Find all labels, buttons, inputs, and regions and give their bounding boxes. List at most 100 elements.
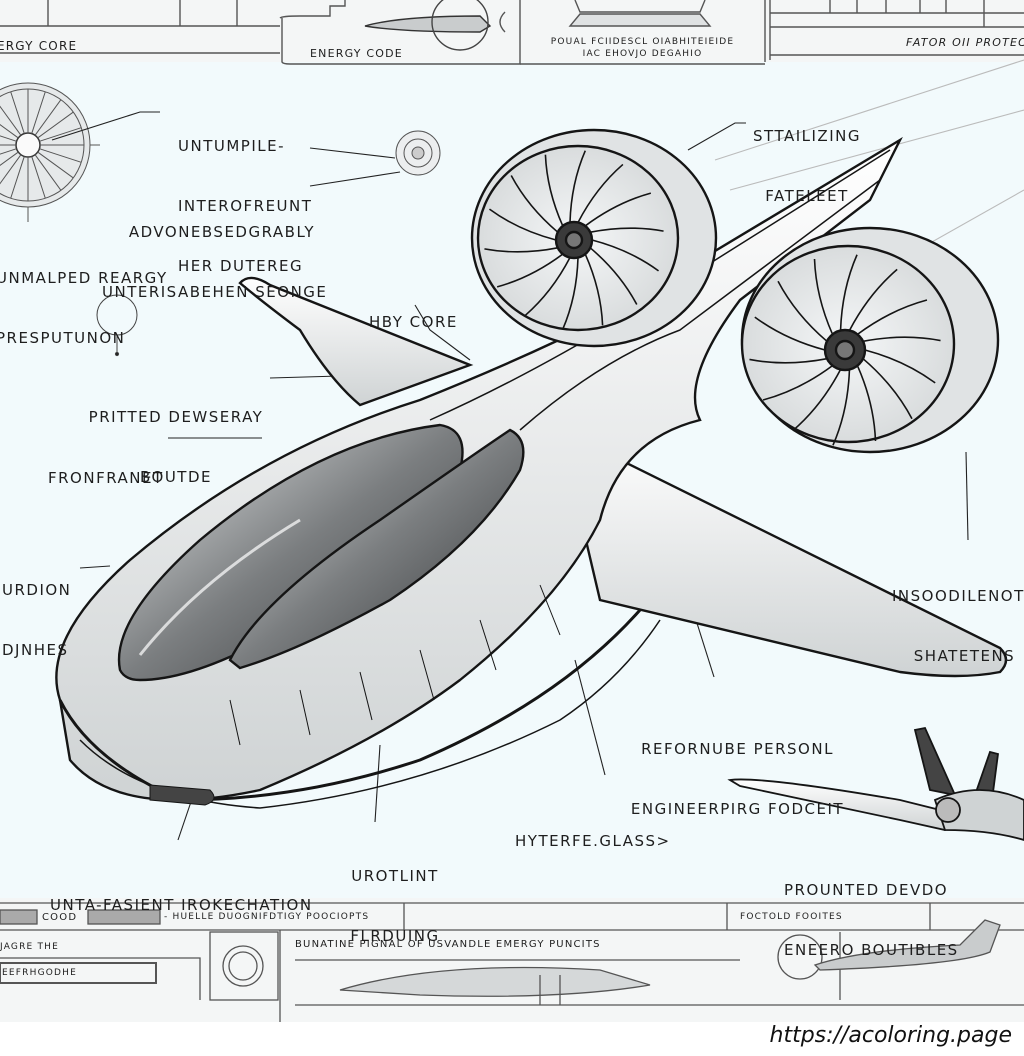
fan-blade: [524, 257, 571, 317]
fan-blade: [856, 365, 877, 442]
callout-line: HYTERFE.GLASS>: [515, 832, 671, 850]
small-drone-drawing: [727, 726, 1024, 841]
dial-spoke: [0, 151, 19, 166]
dial-spoke: [37, 111, 74, 139]
callout-line: HBY CORE: [369, 313, 458, 331]
top-panel-text-2: IAC EHOVJO DEGAHIO: [582, 49, 703, 59]
callout-line: FLRDUING: [350, 927, 440, 945]
callout-refornube: REFORNUBE PERSONL ENGINEERPIRG FODCEIT: [620, 699, 855, 859]
callout-line: UROTLINT: [351, 867, 439, 885]
fan-blade: [569, 150, 587, 223]
fan-blade: [864, 349, 936, 384]
dial-spoke: [31, 156, 46, 199]
dial-spoke: [0, 135, 17, 142]
callout-line: FATELEET: [765, 187, 849, 205]
callout-untumpile: UNTUMPILE- INTEROFREUNT HER DUTEREG: [178, 96, 312, 316]
callout-hby-core: HBY CORE: [369, 272, 458, 372]
blueprint-sheet: ENERGY CORE ENERGY CODE POUAL FCIIDESCL …: [0, 0, 1024, 1022]
fan-blade: [589, 247, 638, 305]
callout-line: UNTUMPILE-: [178, 137, 285, 155]
fan-blade: [754, 316, 826, 351]
small-component-detail: [395, 130, 441, 176]
dial-spoke: [37, 151, 74, 179]
legend-code-label: COOD: [42, 912, 78, 923]
watermark-link[interactable]: https://acoloring.page: [769, 1023, 1012, 1048]
fan-blade: [749, 357, 828, 364]
fan-blade: [862, 336, 941, 343]
fan-blade: [856, 299, 928, 336]
fan-blade: [777, 280, 828, 342]
dial-spoke: [31, 91, 46, 134]
top-left-label: ENERGY CORE: [0, 39, 78, 53]
fan-blade: [510, 175, 559, 233]
callout-stabilizing: STTAILIZING FATELEET: [742, 86, 872, 246]
bottom-center-title: BUNATINE PIGNAL OF USVANDLE EMERGY PUNCI…: [295, 939, 601, 950]
legend-text: - HUELLE DUOGNIFDTIGY POOCIOPTS: [164, 912, 370, 922]
top-title-strip: [0, 0, 1024, 65]
fan-blade: [762, 364, 834, 401]
left-box-label: JAGRE THE: [0, 942, 60, 952]
fan-blade: [591, 239, 660, 272]
callout-advonebsed: ADVONEBSEDGRABLY UNTERISABEHEN SEONGE: [102, 182, 328, 342]
callout-insoodile: INSOODILENOTO SHATETENS: [892, 546, 1024, 706]
callout-fronframe: FRONFRANET: [48, 428, 164, 528]
bottom-right-header: FOCTOLD FOOITES: [740, 912, 843, 922]
callout-line: SHATETENS: [913, 647, 1016, 665]
callout-line: DJNHES: [2, 641, 69, 659]
dial-spoke: [34, 154, 62, 191]
callout-line: PRITTED DEWSERAY: [88, 408, 264, 426]
dial-spoke: [0, 148, 17, 155]
radial-dial-detail: [0, 82, 100, 222]
callout-line: UNMALPED REARGY: [0, 269, 168, 287]
fan-blade: [577, 163, 624, 223]
dial-spoke: [10, 91, 25, 134]
dial-spoke: [10, 156, 25, 199]
callout-line: ENGINEERPIRG FODCEIT: [630, 800, 845, 818]
top-panel-text-1: POUAL FCIIDESCL OIABHITEIEIDE: [550, 37, 735, 47]
fan-blade: [832, 369, 851, 446]
callout-line: PROUNTED DEVDO: [784, 881, 949, 899]
callout-pritted: PRITTED DEWSERAY BOUTDE: [86, 367, 266, 527]
fan-blade: [590, 227, 664, 233]
callout-line: REFORNUBE PERSONL: [641, 740, 834, 758]
top-right-label: FATOR OII PROTECT: [906, 36, 1024, 49]
fan-blade: [488, 208, 557, 241]
fan-blade: [484, 247, 558, 253]
callout-line: URDION: [2, 581, 72, 599]
fan-blade: [561, 257, 579, 330]
callout-line: STTAILIZING: [753, 127, 861, 145]
dial-spoke: [0, 105, 22, 136]
callout-prounted: PROUNTED DEVDO ENEERO BOUTIBLES: [784, 840, 959, 1000]
fan-blade: [839, 254, 858, 331]
callout-line: FRONFRANET: [48, 469, 164, 487]
dial-spoke: [34, 99, 62, 136]
gauge-circle: [96, 294, 138, 357]
top-center-label: ENERGY CODE: [310, 47, 403, 60]
callout-line: UNTA-FASIENT IROKECHATION: [50, 896, 313, 914]
bottom-title-block: [0, 898, 1024, 1022]
dial-spoke: [0, 154, 22, 185]
callout-line: UNTERISABEHEN SEONGE: [102, 283, 328, 301]
fan-blade: [862, 358, 913, 420]
callout-unta-fasient: UNTA-FASIENT IROKECHATION: [50, 855, 313, 955]
fan-blade: [792, 369, 842, 432]
fan-blade: [848, 268, 898, 331]
callout-line: INSOODILENOTO: [892, 587, 1024, 605]
callout-line: ADVONEBSEDGRABLY: [128, 223, 315, 241]
callout-line: ENEERO BOUTIBLES: [784, 941, 959, 959]
fan-blade: [496, 253, 564, 288]
spacecraft-blueprint-drawing: [0, 0, 1024, 1022]
fan-blade: [544, 154, 564, 227]
callout-urotlint: UROTLINT FLRDUING: [345, 826, 445, 986]
dial-spoke: [39, 127, 82, 142]
callout-hyterfe: HYTERFE.GLASS>: [515, 791, 671, 891]
fan-blade: [584, 192, 652, 227]
dial-spoke: [39, 148, 82, 163]
callout-line: INTEROFREUNT: [178, 197, 313, 215]
callout-line: BOUTDE: [139, 468, 212, 486]
dial-spoke: [0, 124, 19, 139]
callout-line: PRESPUTUNON: [0, 329, 126, 347]
leader-lines: [51, 59, 1024, 841]
upper-fan-turbine: [470, 128, 718, 348]
left-box-sub: EEFRHGODHE: [2, 968, 78, 978]
